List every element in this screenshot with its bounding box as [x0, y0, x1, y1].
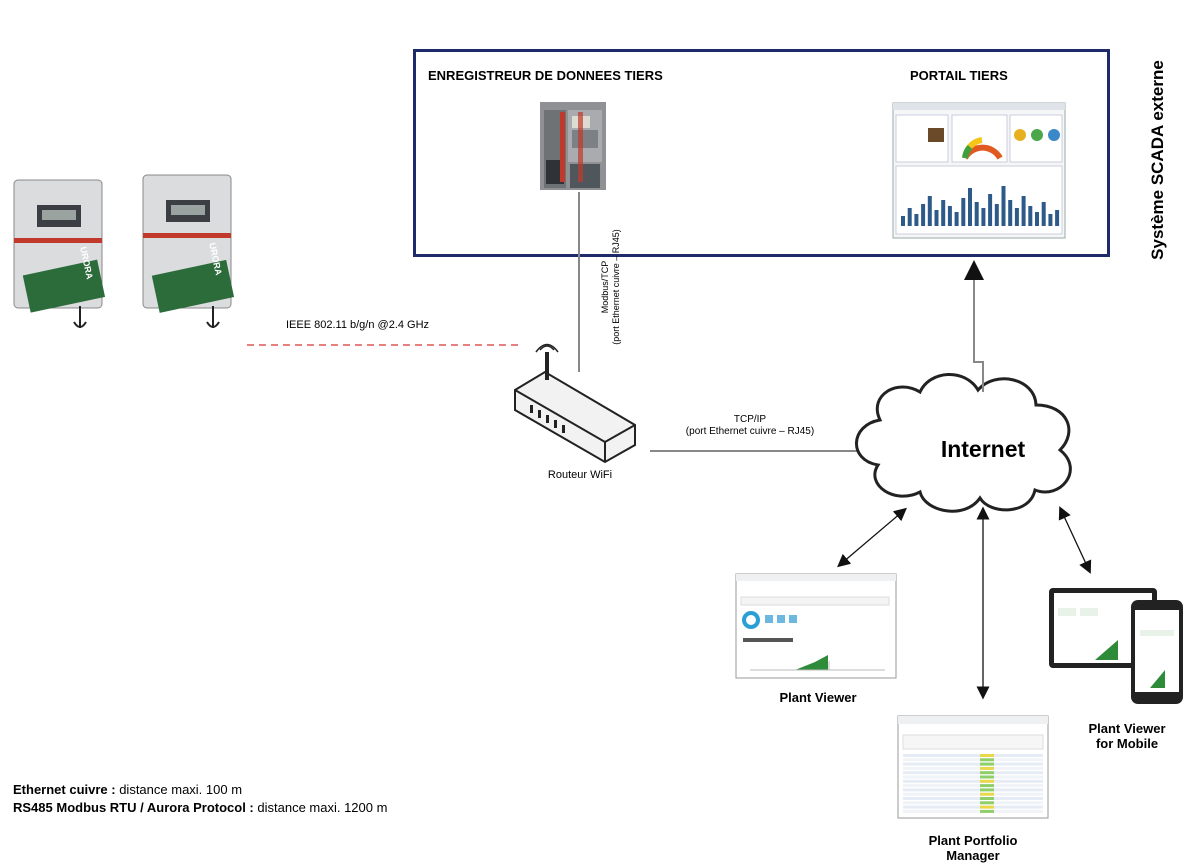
- internet-cloud: [855, 373, 1072, 513]
- portal-bar: [961, 198, 966, 226]
- portfolio-row: [903, 766, 1043, 770]
- plant-portfolio-line2: Manager: [946, 848, 1000, 863]
- portal-bar: [907, 208, 912, 226]
- legend-1-key: Ethernet cuivre :: [13, 782, 116, 797]
- portal-bar: [1041, 202, 1046, 226]
- arrow-plant-viewer: [837, 507, 907, 568]
- portal-bar: [1035, 212, 1039, 226]
- portfolio-status-cell: [980, 771, 994, 775]
- plant-portfolio-screenshot: [897, 715, 1049, 819]
- portfolio-status-cell: [980, 809, 994, 813]
- legend-2-key: RS485 Modbus RTU / Aurora Protocol :: [13, 800, 254, 815]
- portfolio-row: [903, 758, 1043, 762]
- portal-bar: [1055, 210, 1060, 226]
- portfolio-row: [903, 771, 1043, 775]
- portal-bar: [968, 188, 972, 226]
- portfolio-status-cell: [980, 801, 994, 805]
- portal-bar: [994, 204, 999, 226]
- portfolio-row: [903, 797, 1043, 800]
- portfolio-status-cell: [980, 784, 994, 788]
- portal-bar: [988, 194, 993, 226]
- portal-bar: [947, 206, 952, 226]
- portal-bar: [941, 200, 946, 226]
- portfolio-status-cell: [980, 779, 994, 783]
- arrow-mobile: [1058, 506, 1092, 574]
- plant-portfolio-label: Plant Portfolio Manager: [898, 833, 1048, 863]
- legend-1-value: distance maxi. 100 m: [115, 782, 243, 797]
- portfolio-row: [903, 801, 1043, 805]
- portal-bar: [901, 216, 905, 226]
- inverter-2: [142, 174, 235, 328]
- portfolio-row: [903, 775, 1043, 779]
- portal-chart-bars: [901, 186, 1060, 226]
- portal-bar: [981, 208, 986, 226]
- internet-to-scada-arrow: [964, 260, 984, 392]
- router-icon: [514, 343, 636, 464]
- plant-viewer-mobile-line1: Plant Viewer: [1088, 721, 1166, 736]
- portfolio-status-cell: [980, 754, 994, 757]
- portfolio-status-cell: [980, 797, 994, 800]
- portfolio-row: [903, 792, 1043, 796]
- portfolio-row: [903, 762, 1043, 766]
- portfolio-status-cell: [980, 805, 994, 809]
- portfolio-row: [903, 754, 1043, 757]
- tcpip-label-line2: (port Ethernet cuivre – RJ45): [685, 426, 815, 437]
- portfolio-status-cell: [980, 766, 994, 770]
- portfolio-status-cell: [980, 758, 994, 762]
- portal-bar: [954, 212, 959, 226]
- tcpip-label-line1: TCP/IP: [733, 414, 767, 425]
- plant-portfolio-line1: Plant Portfolio: [928, 833, 1018, 848]
- portal-title: PORTAIL TIERS: [910, 68, 1008, 83]
- portfolio-row: [903, 779, 1043, 783]
- portal-bar: [934, 210, 939, 226]
- modbus-label: Modbus/TCP (port Ethernet cuivre – RJ45): [600, 207, 624, 367]
- plant-viewer-mobile-label: Plant Viewer for Mobile: [1072, 721, 1182, 751]
- internet-label: Internet: [940, 436, 1026, 462]
- portal-bar: [921, 204, 926, 226]
- scada-frame: [413, 49, 1110, 257]
- portfolio-status-cell: [980, 792, 994, 796]
- datalogger-device: [540, 102, 606, 190]
- portfolio-row: [903, 809, 1043, 813]
- portal-bar: [1001, 186, 1006, 226]
- plant-viewer-mobile-screenshot: [1049, 588, 1183, 704]
- plant-viewer-screenshot: [735, 573, 897, 679]
- portfolio-row: [903, 784, 1043, 788]
- portfolio-row: [903, 805, 1043, 809]
- legend-2-value: distance maxi. 1200 m: [253, 800, 388, 815]
- portal-bar: [1021, 196, 1026, 226]
- portal-bar: [914, 214, 919, 226]
- portal-bar: [927, 196, 932, 226]
- portal-bar: [1028, 206, 1033, 226]
- wifi-label: IEEE 802.11 b/g/n @2.4 GHz: [286, 319, 430, 331]
- portfolio-status-cell: [980, 788, 994, 792]
- portal-bar: [974, 202, 979, 226]
- portal-screenshot: [892, 102, 1066, 239]
- portfolio-status-cell: [980, 762, 994, 766]
- plant-viewer-label: Plant Viewer: [779, 690, 857, 705]
- datalogger-title: ENREGISTREUR DE DONNEES TIERS: [428, 68, 663, 83]
- router-label: Routeur WiFi: [547, 469, 613, 481]
- portfolio-status-cell: [980, 775, 994, 779]
- portal-bar: [1014, 208, 1019, 226]
- portfolio-row: [903, 788, 1043, 792]
- portal-bar: [1008, 200, 1013, 226]
- legend-line-1: Ethernet cuivre : distance maxi. 100 m: [13, 782, 242, 797]
- modbus-label-line1: Modbus/TCP: [600, 260, 610, 314]
- legend-line-2: RS485 Modbus RTU / Aurora Protocol : dis…: [13, 800, 387, 815]
- plant-viewer-mobile-line2: for Mobile: [1095, 736, 1159, 751]
- inverter-1: [13, 179, 106, 328]
- tcpip-label: TCP/IP (port Ethernet cuivre – RJ45): [660, 414, 840, 438]
- portal-bar: [1048, 214, 1053, 226]
- modbus-label-line2: (port Ethernet cuivre – RJ45): [611, 229, 621, 345]
